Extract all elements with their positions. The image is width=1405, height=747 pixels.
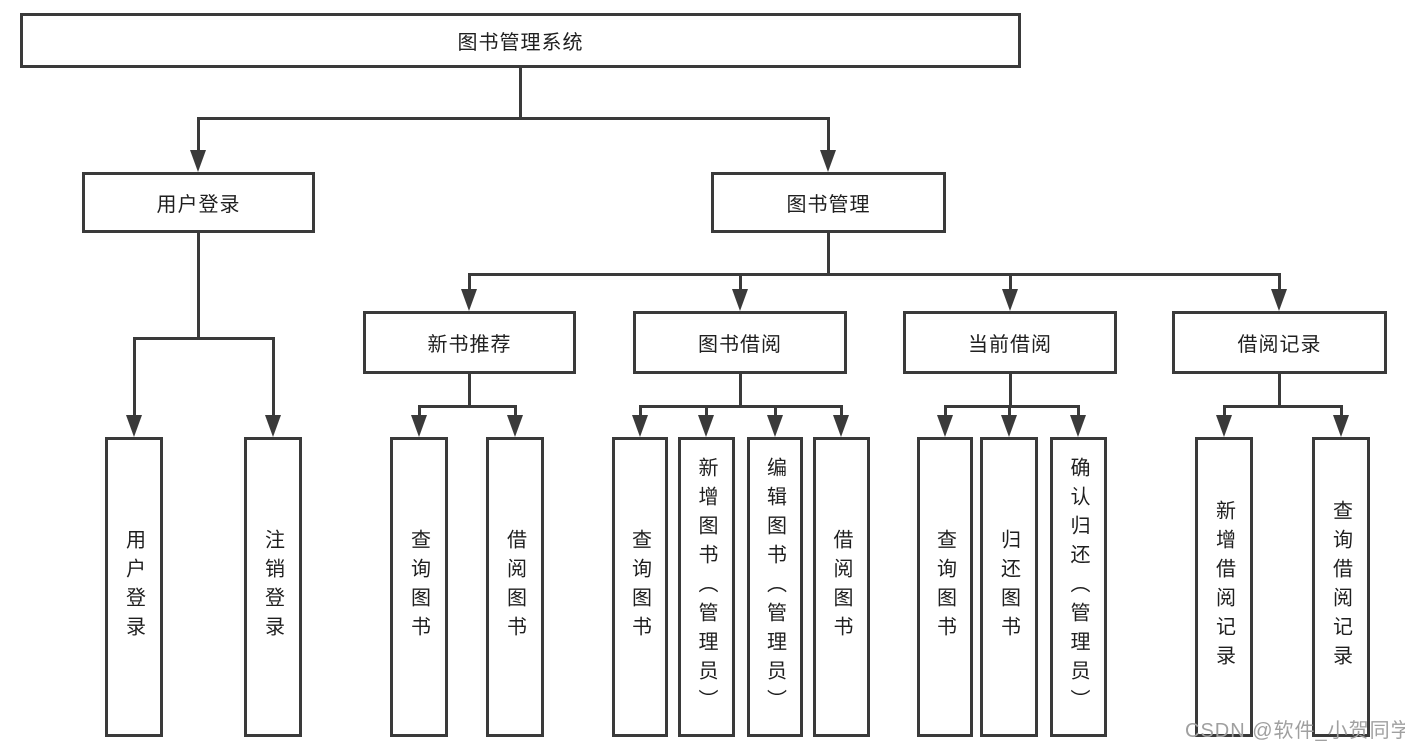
arrowhead-down-icon: [507, 415, 523, 437]
connector-stem: [468, 273, 471, 291]
arrowhead-down-icon: [820, 150, 836, 172]
connector-stem: [133, 337, 136, 415]
node-current-borrowing: 当前借阅: [903, 311, 1117, 374]
arrowhead-down-icon: [1216, 415, 1232, 437]
leaf-query-books: 查询图书: [917, 437, 973, 737]
connector-stem: [272, 337, 275, 415]
connector-bookmgmt-stub: [827, 233, 830, 276]
leaf-query-books: 查询图书: [612, 437, 668, 737]
connector-stem: [1278, 273, 1281, 291]
connector-group-stub: [1009, 374, 1012, 408]
connector-bookmgmt-hbar: [468, 273, 1281, 276]
connector-stem: [944, 405, 947, 419]
connector-group-stub: [739, 374, 742, 408]
leaf-user-login: 用户登录: [105, 437, 163, 737]
arrowhead-down-icon: [461, 289, 477, 311]
arrowhead-down-icon: [767, 415, 783, 437]
leaf-logout: 注销登录: [244, 437, 302, 737]
leaf-return-book: 归还图书: [980, 437, 1038, 737]
connector-stem: [1223, 405, 1226, 419]
arrowhead-down-icon: [265, 415, 281, 437]
node-book-management: 图书管理: [711, 172, 946, 233]
node-borrowing-records: 借阅记录: [1172, 311, 1387, 374]
arrowhead-down-icon: [1333, 415, 1349, 437]
connector-stem: [705, 405, 708, 419]
connector-group-stub: [468, 374, 471, 408]
leaf-add-book-admin: 新增图书（管理员）: [678, 437, 735, 737]
leaf-query-borrow-record: 查询借阅记录: [1312, 437, 1370, 737]
connector-userlogin-stub: [197, 233, 200, 340]
arrowhead-down-icon: [732, 289, 748, 311]
connector-stem: [197, 117, 200, 150]
arrowhead-down-icon: [937, 415, 953, 437]
leaf-confirm-return-admin: 确认归还（管理员）: [1050, 437, 1107, 737]
connector-stem: [418, 405, 421, 419]
leaf-query-books: 查询图书: [390, 437, 448, 737]
connector-stem: [1009, 273, 1012, 291]
arrowhead-down-icon: [190, 150, 206, 172]
connector-stem: [774, 405, 777, 419]
arrowhead-down-icon: [411, 415, 427, 437]
arrowhead-down-icon: [1070, 415, 1086, 437]
connector-group-hbar: [418, 405, 517, 408]
arrowhead-down-icon: [1002, 289, 1018, 311]
connector-group-hbar: [944, 405, 1079, 408]
connector-group-hbar: [1223, 405, 1342, 408]
connector-group-hbar: [639, 405, 842, 408]
leaf-borrow-books: 借阅图书: [813, 437, 870, 737]
arrowhead-down-icon: [1001, 415, 1017, 437]
connector-stem: [840, 405, 843, 419]
connector-stem: [739, 273, 742, 291]
leaf-borrow-books: 借阅图书: [486, 437, 544, 737]
connector-root-hbar: [197, 117, 830, 120]
node-library-management-system: 图书管理系统: [20, 13, 1021, 68]
connector-userlogin-hbar: [133, 337, 275, 340]
connector-group-stub: [1278, 374, 1281, 408]
connector-stem: [514, 405, 517, 419]
leaf-edit-book-admin: 编辑图书（管理员）: [747, 437, 803, 737]
arrowhead-down-icon: [126, 415, 142, 437]
connector-stem: [1340, 405, 1343, 419]
node-user-login: 用户登录: [82, 172, 315, 233]
arrowhead-down-icon: [833, 415, 849, 437]
node-book-borrowing: 图书借阅: [633, 311, 847, 374]
connector-stem: [1077, 405, 1080, 419]
connector-stem: [1008, 405, 1011, 419]
arrowhead-down-icon: [632, 415, 648, 437]
connector-root-stub: [519, 68, 522, 120]
arrowhead-down-icon: [698, 415, 714, 437]
arrowhead-down-icon: [1271, 289, 1287, 311]
node-new-book-recommend: 新书推荐: [363, 311, 576, 374]
connector-stem: [827, 117, 830, 150]
csdn-watermark: CSDN @软件_小贺同学: [1185, 720, 1405, 742]
leaf-add-borrow-record: 新增借阅记录: [1195, 437, 1253, 737]
connector-stem: [639, 405, 642, 419]
